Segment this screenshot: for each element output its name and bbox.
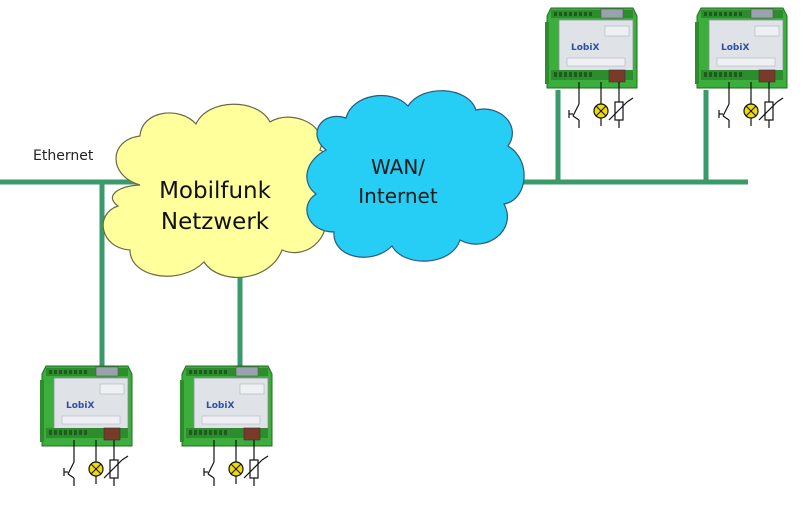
mobile-network-label-line1: Mobilfunk <box>159 178 272 204</box>
wan-label-line1: WAN/ <box>371 155 425 179</box>
device-logo: LobiX <box>206 401 234 411</box>
device-logo: LobiX <box>66 401 94 411</box>
device-top-2: LobiX <box>694 7 788 129</box>
wan-internet-cloud: WAN/ Internet <box>306 90 525 262</box>
device-logo: LobiX <box>721 43 749 53</box>
device-top-1: LobiX <box>544 7 638 129</box>
ethernet-label: Ethernet <box>33 148 94 164</box>
device-bottom-2: LobiX <box>179 365 273 487</box>
device-bottom-1: LobiX <box>39 365 133 487</box>
mobile-network-label-line2: Netzwerk <box>161 209 270 235</box>
wan-label-line2: Internet <box>358 184 438 208</box>
device-logo: LobiX <box>571 43 599 53</box>
mobile-network-cloud: Mobilfunk Netzwerk <box>102 103 338 278</box>
